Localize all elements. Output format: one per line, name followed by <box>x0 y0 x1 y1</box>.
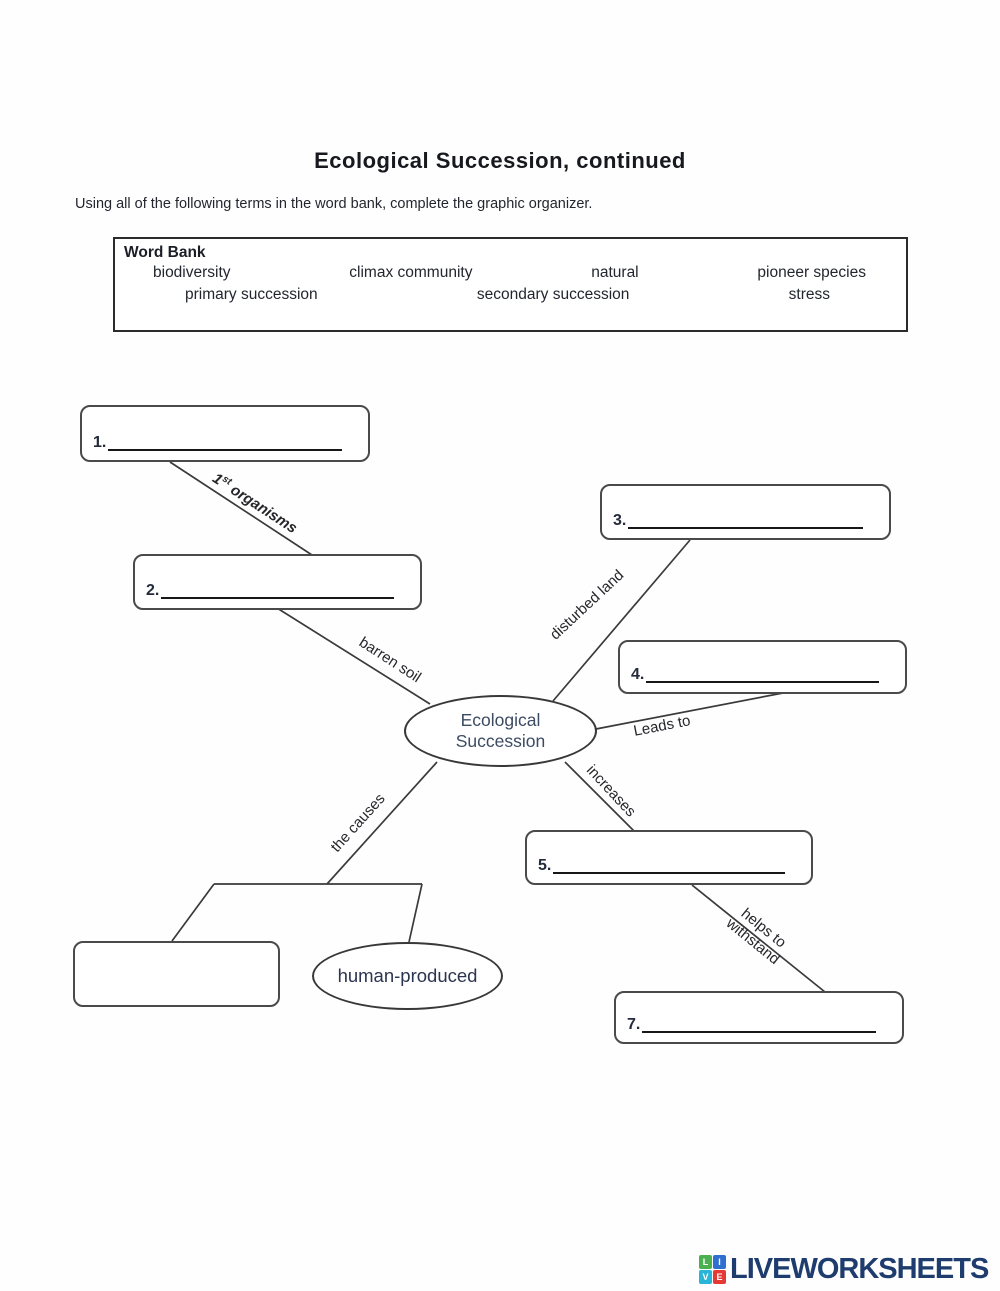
answer-box-1: 1. <box>80 405 370 462</box>
answer-number-3: 3. <box>613 512 627 529</box>
answer-blank-3[interactable] <box>628 515 863 529</box>
liveworksheets-logo[interactable]: L I V E LIVEWORKSHEETS <box>699 1253 989 1286</box>
liveworksheets-wordmark: LIVEWORKSHEETS <box>730 1253 989 1285</box>
edge-label-first-organisms-rest: organisms <box>223 479 301 538</box>
central-node-line1: Ecological <box>460 710 541 731</box>
edge-label-barren-soil: barren soil <box>355 633 425 687</box>
answer-blank-2[interactable] <box>161 585 394 599</box>
word-bank-term: biodiversity <box>153 264 231 281</box>
answer-box-3: 3. <box>600 484 891 540</box>
answer-number-5: 5. <box>538 857 552 874</box>
word-bank-term: primary succession <box>185 286 318 303</box>
word-bank-term: secondary succession <box>476 286 630 303</box>
word-bank-heading: Word Bank <box>124 244 206 261</box>
answer-blank-7[interactable] <box>642 1019 876 1033</box>
answer-blank-1[interactable] <box>108 437 342 451</box>
edge-label-the-causes: the causes <box>327 790 389 856</box>
edge-label-increases: increases <box>582 761 640 821</box>
page-title: Ecological Succession, continued <box>314 148 686 173</box>
logo-square-v: V <box>699 1270 712 1284</box>
connector-box2-center <box>276 607 431 705</box>
word-bank-term: pioneer species <box>757 264 866 281</box>
connector-fork-human <box>408 883 423 943</box>
connector-box1-box2 <box>169 461 313 556</box>
word-bank: Word Bank biodiversity climax community … <box>113 237 908 332</box>
answer-blank-4[interactable] <box>646 669 879 683</box>
word-bank-term: stress <box>788 286 830 303</box>
answer-number-7: 7. <box>627 1016 641 1033</box>
logo-square-i: I <box>713 1255 726 1269</box>
central-node-line2: Succession <box>455 731 546 751</box>
answer-box-empty[interactable] <box>73 941 280 1007</box>
answer-blank-5[interactable] <box>553 860 785 874</box>
edge-label-first-organisms: 1st organisms <box>209 469 300 537</box>
answer-number-1: 1. <box>93 434 107 451</box>
answer-box-2: 2. <box>133 554 422 610</box>
word-bank-term: natural <box>591 264 639 281</box>
answer-box-5: 5. <box>525 830 813 885</box>
edge-label-disturbed-land: disturbed land <box>546 566 628 644</box>
human-produced-node: human-produced <box>312 942 503 1010</box>
logo-square-l: L <box>699 1255 712 1269</box>
human-produced-label: human-produced <box>337 965 478 986</box>
answer-box-4: 4. <box>618 640 907 694</box>
instruction-text: Using all of the following terms in the … <box>75 196 593 212</box>
central-node: Ecological Succession <box>404 695 597 767</box>
connector-fork-box6 <box>171 883 215 942</box>
word-bank-row-1: biodiversity climax community natural pi… <box>115 264 906 282</box>
connector-center-fork <box>326 761 438 885</box>
answer-number-4: 4. <box>631 666 645 683</box>
edge-label-helps-to-withstand: helps to withstand <box>722 905 790 969</box>
logo-square-e: E <box>713 1270 726 1284</box>
word-bank-row-2: primary succession secondary succession … <box>115 286 906 304</box>
answer-number-2: 2. <box>146 582 160 599</box>
edge-label-leads-to: Leads to <box>632 712 692 740</box>
word-bank-term: climax community <box>349 264 473 281</box>
answer-box-7: 7. <box>614 991 904 1044</box>
liveworksheets-logo-icon: L I V E <box>699 1255 726 1284</box>
